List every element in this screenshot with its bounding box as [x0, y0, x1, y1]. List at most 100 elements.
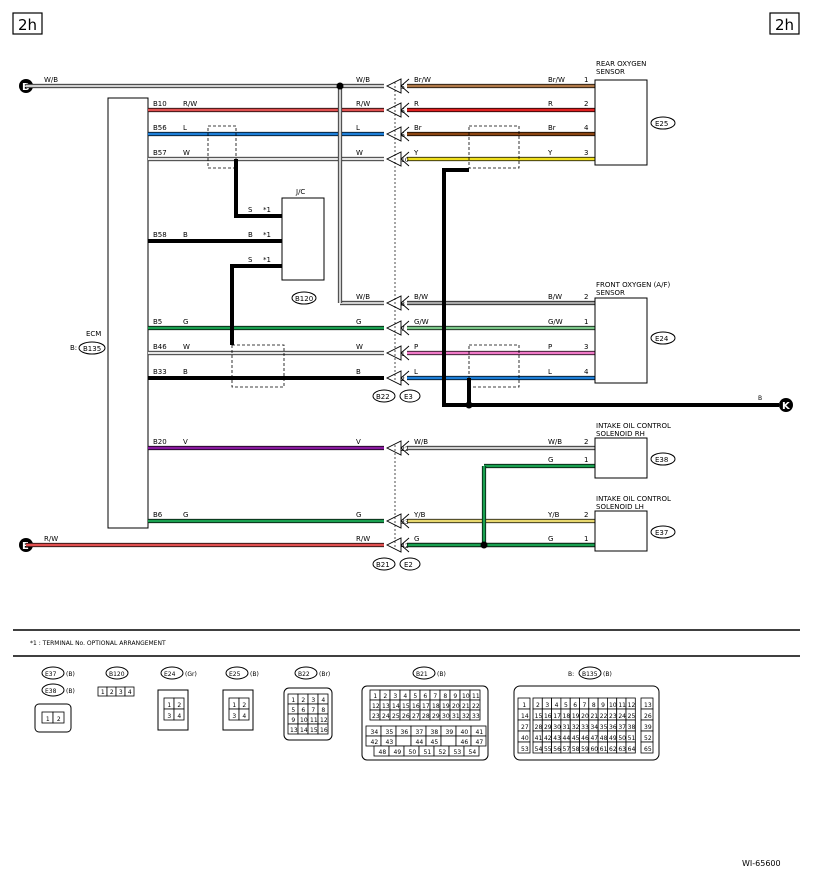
- pin-label-b120-3: 4: [128, 689, 132, 696]
- connector-pin-0: 5: [401, 84, 405, 91]
- pin-label-b135-1-1: 15: [535, 713, 543, 720]
- pin-label-b21-2-9: 32: [462, 713, 470, 720]
- ground-k-circle: [779, 398, 793, 412]
- pin-label-b135-2-9: 36: [609, 724, 617, 731]
- pin-label-b135-1-8: 22: [600, 713, 608, 720]
- pin-label-b135-3-12: 52: [644, 735, 652, 742]
- pin-label-b135-2-10: 37: [618, 724, 626, 731]
- pin-label-b21-5-2: 50: [409, 749, 417, 756]
- pin-label-b21-0-0: 1: [373, 693, 377, 700]
- connector-chevron-b-11: [400, 513, 410, 529]
- pin-label-b21-0-7: 8: [443, 693, 447, 700]
- wire-color-mid-6: G: [356, 318, 361, 326]
- pin-label-b21-2-0: 23: [372, 713, 380, 720]
- pin-label-b22-12: 13: [290, 727, 298, 734]
- pin-label-b135-1-5: 19: [572, 713, 580, 720]
- pin-label-b135-1-0: 14: [521, 713, 529, 720]
- pin-label-b135-0-4: 5: [564, 702, 568, 709]
- connector-chevron-7: [385, 345, 402, 361]
- corner-label-left: 2h: [18, 16, 37, 34]
- pin-label-b135-2-6: 33: [581, 724, 589, 731]
- connector-view-color-b135: (B): [603, 671, 612, 678]
- pin-label-b135-0-8: 9: [601, 702, 605, 709]
- mid-connector-e3: E3: [404, 393, 413, 401]
- connector-pin-5: 8: [401, 301, 405, 308]
- device-pin-8: 4: [584, 368, 589, 376]
- wire-color-right-2: Br: [548, 124, 556, 132]
- ecm-connector-prefix: B:: [70, 344, 77, 352]
- connector-view-name-b22: B22: [298, 671, 310, 678]
- device-pin-7: 3: [584, 343, 588, 351]
- pin-label-e24-0: 1: [167, 702, 171, 709]
- pin-label-b22-8: 9: [291, 717, 295, 724]
- pin-label-b22-0: 1: [291, 697, 295, 704]
- wire-color-left-8: B: [183, 368, 188, 376]
- wire-color-left-9: V: [183, 438, 188, 446]
- pin-label-e25-3: 4: [242, 713, 246, 720]
- pin-label-b135-0-2: 3: [545, 702, 549, 709]
- pin-label-b135-2-1: 28: [535, 724, 543, 731]
- pin-label-b135-4-3: 56: [553, 746, 561, 753]
- device-label-sol-rh-1: INTAKE OIL CONTROL: [596, 422, 671, 430]
- ecm-pin-6: B5: [153, 318, 162, 326]
- ecm-connector-badge: [78, 341, 106, 355]
- pin-label-b135-3-11: 51: [628, 735, 636, 742]
- pin-label-b21-2-5: 28: [422, 713, 430, 720]
- wire-color-right-a-2: Br: [414, 124, 422, 132]
- wire-color-right-11: Y/B: [547, 511, 560, 519]
- pin-label-b21-1-7: 19: [442, 703, 450, 710]
- connector-pin-3: 10: [401, 157, 409, 164]
- device-pin-5: 2: [584, 293, 588, 301]
- figure-id: WI-65600: [742, 859, 781, 868]
- ecm-box: [107, 97, 149, 529]
- mid-connector-e2: E2: [404, 561, 413, 569]
- device-pin-6: 1: [584, 318, 588, 326]
- pin-label-b22-11: 12: [320, 717, 328, 724]
- connector-chevron-b-6: [400, 320, 410, 336]
- pin-label-b22-7: 8: [321, 707, 325, 714]
- pin-label-b135-1-4: 18: [563, 713, 571, 720]
- device-pin-12: 1: [584, 535, 588, 543]
- pin-label-b22-5: 6: [301, 707, 305, 714]
- shield-b46: [231, 344, 285, 388]
- wire-color-right-a-9: W/B: [414, 438, 428, 446]
- pin-label-b135-3-0: 40: [521, 735, 529, 742]
- ecm-pin-1: B10: [153, 100, 167, 108]
- shield-rear-right: [468, 125, 520, 169]
- connector-chevron-1: [385, 102, 402, 118]
- wire-color-right-a-1: R: [414, 100, 419, 108]
- connector-view-name-e25: E25: [229, 671, 241, 678]
- connector-chevron-11: [385, 513, 402, 529]
- pin-label-e24-1: 2: [177, 702, 181, 709]
- pin-label-b135-0-12: 13: [644, 702, 652, 709]
- pin-label-b21-2-4: 27: [412, 713, 420, 720]
- connector-view-color-e25: (B): [250, 671, 259, 678]
- device-pin-10: 1: [584, 456, 588, 464]
- pin-label-b22-6: 7: [311, 707, 315, 714]
- splice-ground: [465, 401, 473, 409]
- pin-cell-e24-3: [173, 708, 185, 721]
- pin-label-b21-3-2: 36: [401, 729, 409, 736]
- jc-box: [281, 197, 325, 281]
- device-label-rear-o2-1: REAR OXYGEN: [596, 60, 646, 68]
- jc-pin-label-3: S: [248, 256, 253, 264]
- device-pin-1: 2: [584, 100, 588, 108]
- pin-label-b135-1-3: 17: [553, 713, 561, 720]
- connector-chevron-9: [385, 440, 402, 456]
- pin-cell-e25-3: [238, 708, 250, 721]
- connector-pin-7: 1: [401, 351, 405, 358]
- pin-label-b135-1-11: 25: [628, 713, 636, 720]
- connector-view-color-e24: (Gr): [185, 671, 197, 678]
- connector-view-name-b120: B120: [109, 671, 125, 678]
- jc-pin-mark-3: *1: [263, 256, 271, 264]
- pin-label-b21-4-0: 42: [371, 739, 379, 746]
- device-connector-badge-e25: [650, 116, 676, 130]
- pin-label-b21-2-10: 33: [472, 713, 480, 720]
- pin-label-b135-0-9: 10: [609, 702, 617, 709]
- wire-color-right-7: P: [548, 343, 552, 351]
- connector-chevron-8: [385, 370, 402, 386]
- pin-label-b135-3-3: 43: [553, 735, 561, 742]
- pin-label-b22-10: 11: [310, 717, 318, 724]
- ecm-pin-2: B56: [153, 124, 167, 132]
- pin-label-b21-5-0: 48: [379, 749, 387, 756]
